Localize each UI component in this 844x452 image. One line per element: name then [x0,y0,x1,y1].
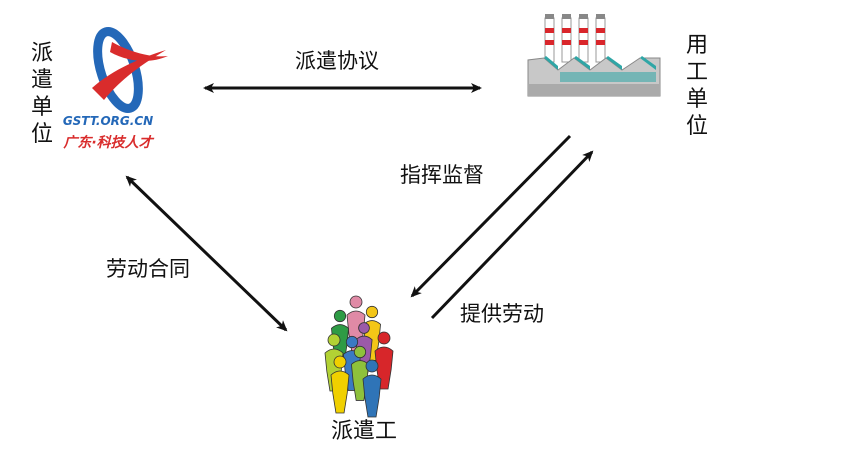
dispatch-unit-label: 派 遣 单 位 [31,41,53,147]
provide-labor-arrow [430,150,594,320]
dispatch-unit-char-4: 位 [31,122,53,147]
employer-unit-char-4: 位 [686,114,708,139]
factory-icon [527,14,661,97]
dispatch-unit-char-1: 派 [31,41,53,66]
worker-group-icon [324,295,394,418]
logo-domain-text: GSTT.ORG.CN [63,114,153,128]
employer-unit-char-2: 工 [686,60,708,85]
employer-unit-char-3: 单 [686,87,708,112]
command-supervise-label: 指挥监督 [400,163,484,187]
gstt-logo-icon: GSTT.ORG.CN 广东·科技人才 [62,27,168,151]
worker-label: 派遣工 [331,419,397,444]
employer-unit-label: 用 工 单 位 [686,33,708,139]
provide-labor-label: 提供劳动 [460,302,544,326]
worker-figure [362,359,382,418]
labor-contract-label: 劳动合同 [106,257,190,281]
dispatch-agreement-label: 派遣协议 [295,49,379,73]
dispatch-unit-char-2: 遣 [31,68,53,93]
worker-figure [330,355,350,414]
logo-tagline-text: 广东·科技人才 [62,134,154,151]
employer-unit-char-1: 用 [686,33,708,58]
labor-contract-arrow [125,175,288,332]
command-supervise-arrow [410,134,572,298]
dispatch-unit-char-3: 单 [31,95,53,120]
